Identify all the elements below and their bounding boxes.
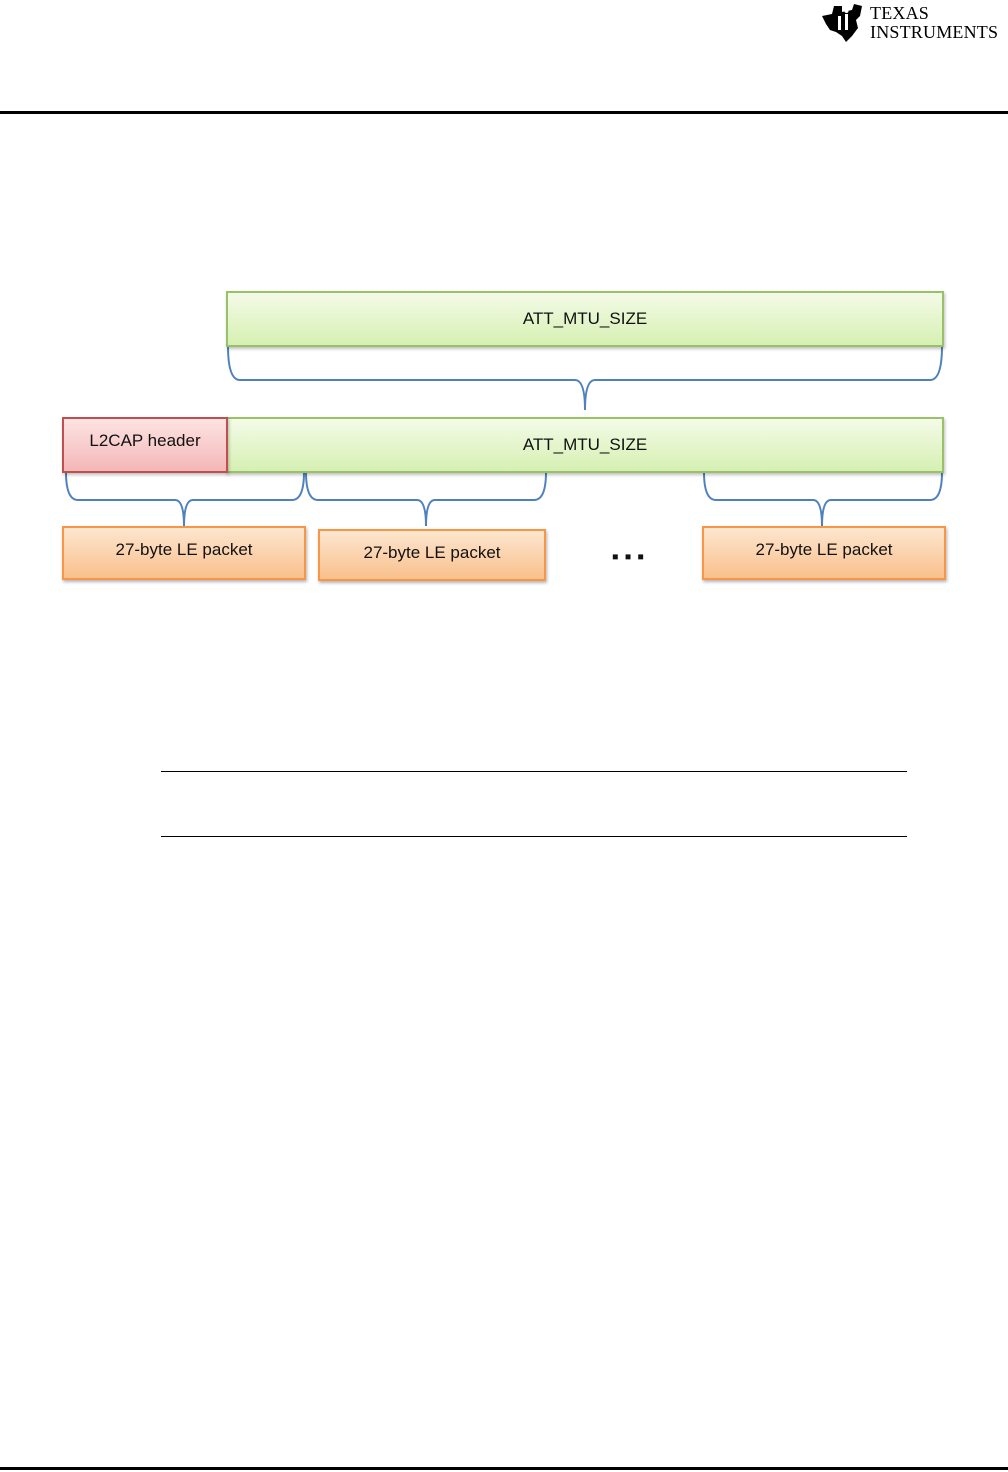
le-packet-box: 27-byte LE packet: [702, 526, 946, 580]
l2cap-header-label: L2CAP header: [89, 431, 201, 450]
le-packet-box: 27-byte LE packet: [62, 526, 306, 580]
ti-logo-text: TEXAS INSTRUMENTS: [870, 4, 998, 42]
att-mtu-size-label: ATT_MTU_SIZE: [522, 309, 648, 328]
ellipsis-dots: ▪ ▪ ▪: [611, 545, 645, 568]
note-rule-bottom: [161, 836, 907, 837]
brace-packet-n: [703, 471, 943, 527]
ellipsis: ▪ ▪ ▪: [578, 542, 678, 572]
brace-packet-2: [305, 471, 547, 527]
texas-instruments-logo-icon: [822, 4, 862, 42]
ti-logo: TEXAS INSTRUMENTS: [818, 0, 1008, 50]
footer-rule: [0, 1467, 1008, 1470]
le-packet-label: 27-byte LE packet: [115, 540, 253, 559]
l2cap-header-box: L2CAP header: [62, 417, 228, 473]
mtu-fragmentation-diagram: ATT_MTU_SIZE ATT_MTU_SIZE L2CAP header 2…: [0, 280, 1008, 600]
header-rule: [0, 111, 1008, 114]
brace-att-mtu: [227, 345, 943, 411]
le-packet-label: 27-byte LE packet: [755, 540, 893, 559]
att-mtu-size-box-bottom: ATT_MTU_SIZE: [226, 417, 944, 473]
att-mtu-size-box-top: ATT_MTU_SIZE: [226, 291, 944, 347]
page-header: TEXAS INSTRUMENTS: [0, 0, 1008, 114]
le-packet-box: 27-byte LE packet: [318, 529, 546, 581]
brace-packet-1: [65, 471, 305, 527]
logo-line-2: INSTRUMENTS: [870, 22, 999, 42]
le-packet-label: 27-byte LE packet: [363, 543, 501, 562]
braces: [65, 345, 943, 527]
att-mtu-size-label: ATT_MTU_SIZE: [522, 435, 648, 454]
logo-line-1: TEXAS: [870, 3, 929, 23]
note-rule-top: [161, 771, 907, 772]
